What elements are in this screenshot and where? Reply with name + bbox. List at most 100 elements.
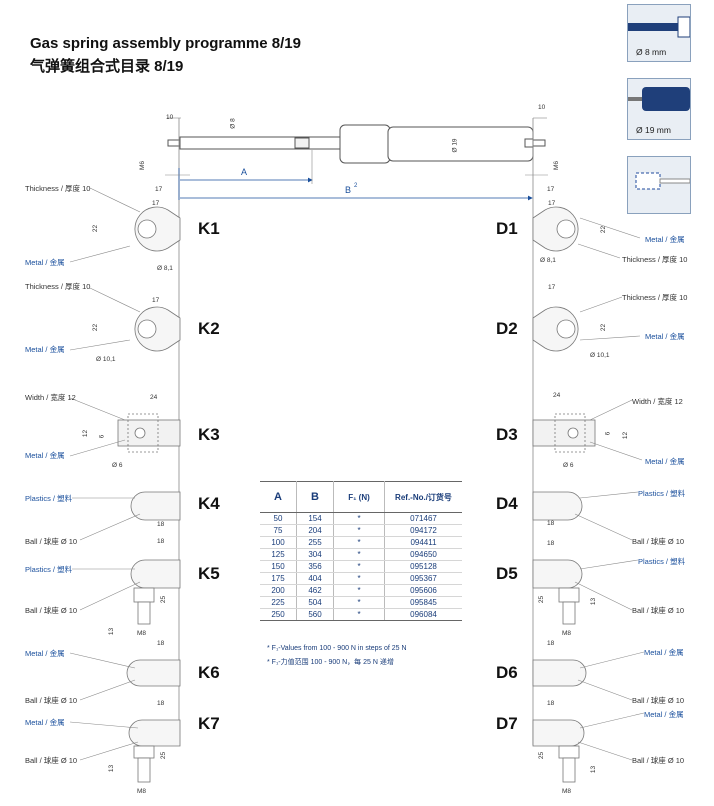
table-header-row: A B F₁ (N) Ref.-No./订货号 [260,481,462,513]
k5-dim-thread: M8 [137,630,147,637]
legend-8mm: Ø 8 mm [627,4,691,62]
cell-ref: 094172 [384,524,462,537]
cell-a: 150 [260,560,297,573]
d3-label-width: Width / 宽度 12 [632,397,683,406]
d2-label-thickness: Thickness / 厚度 10 [622,293,688,302]
legend-19mm-label: Ø 19 mm [636,125,671,135]
cell-a: 125 [260,548,297,561]
cell-force: * [333,536,385,549]
k2-eye [134,306,181,352]
k7-dim-stud: 13 [108,764,116,773]
k3-dim-length: 24 [150,394,158,401]
cell-ref: 094411 [384,536,462,549]
dim-m6-right: M6 [553,160,561,171]
cell-force: * [333,572,385,585]
right-fittings [532,206,596,783]
d2-dim-hole: Ø 10,1 [590,352,610,359]
dim-b-label: B [345,185,352,195]
cell-ref: 096084 [384,608,462,621]
k5-dim-stud: 13 [108,627,116,636]
d2-dim-height: 22 [600,323,608,332]
gas-spring [167,124,546,164]
dim-10-right: 10 [538,104,546,111]
d5-dim-stud: 13 [590,597,598,606]
k3-dim-width: 12 [82,429,90,438]
k1-dim-height: 22 [92,224,100,233]
d3-dim-hole: Ø 6 [563,462,574,469]
d5-dim-height: 25 [538,595,546,604]
col-header-b: B [296,481,334,513]
part-code-d5: D5 [496,564,518,583]
cell-b: 504 [296,596,334,609]
col-header-a: A [260,481,297,513]
k3-clevis [117,419,181,447]
k7-dim-thread: M8 [137,788,147,795]
part-code-d2: D2 [496,319,518,338]
dim-10-left: 10 [166,114,174,121]
k2-dim-hole: Ø 10,1 [96,356,116,363]
k1-dim-hole: Ø 8,1 [157,265,173,272]
d2-eye [532,306,579,352]
k7-label-material: Metal / 金属 [25,718,65,727]
piston-rod [179,136,346,150]
d6-socket [532,659,587,687]
part-code-d3: D3 [496,425,518,444]
d4-dim-length: 18 [547,520,555,527]
cell-force: * [333,512,385,525]
dim-b-superscript: 2 [354,183,358,189]
d5-dim-length: 18 [547,540,555,547]
d5-label-ball: Ball / 球座 Ø 10 [632,606,685,615]
k1-label-material: Metal / 金属 [25,258,65,267]
dim-d8: Ø 8 [229,118,237,129]
part-code-d4: D4 [496,494,518,513]
footnote-en: * F₁-Values from 100 - 900 N in steps of… [267,645,407,652]
dim-a-label: A [241,167,248,177]
cell-force: * [333,584,385,597]
cell-a: 175 [260,572,297,585]
cell-ref: 095606 [384,584,462,597]
part-code-k1: K1 [198,219,220,238]
d1-eye [532,206,579,252]
d1-dim-hole: Ø 8,1 [540,257,556,264]
rod-8mm-icon [628,16,690,38]
cell-ref: 095128 [384,560,462,573]
cell-b: 560 [296,608,334,621]
right-thread [532,139,546,147]
k4-label-ball: Ball / 球座 Ø 10 [25,537,78,546]
d1-label-thickness: Thickness / 厚度 10 [622,255,688,264]
cell-a: 250 [260,608,297,621]
k6-socket [126,659,181,687]
dim-17-left: 17 [155,186,163,193]
d6-dim-length: 18 [547,640,555,647]
cell-ref: 071467 [384,512,462,525]
part-code-k4: K4 [198,494,220,513]
cell-b: 356 [296,560,334,573]
cell-a: 50 [260,512,297,525]
d3-dim-slot: 6 [604,431,612,436]
k2-label-thickness: Thickness / 厚度 10 [25,282,91,291]
page-title: Gas spring assembly programme 8/19 [30,35,301,52]
cell-b: 462 [296,584,334,597]
k3-label-material: Metal / 金属 [25,451,65,460]
d7-label-ball: Ball / 球座 Ø 10 [632,756,685,765]
part-code-k2: K2 [198,319,220,338]
cell-a: 75 [260,524,297,537]
k1-label-thickness: Thickness / 厚度 10 [25,184,91,193]
legend-19mm: Ø 19 mm [627,78,691,140]
part-code-k5: K5 [198,564,220,583]
legend-8mm-label: Ø 8 mm [636,47,667,57]
k1-dim-width: 17 [152,200,160,207]
d5-socket [532,559,583,589]
col-header-force: F₁ (N) [333,481,385,513]
fitting-outline-icon [635,172,690,190]
page-subtitle: 气弹簧组合式目录 8/19 [30,58,184,75]
part-code-d7: D7 [496,714,518,733]
d4-socket [532,491,583,521]
